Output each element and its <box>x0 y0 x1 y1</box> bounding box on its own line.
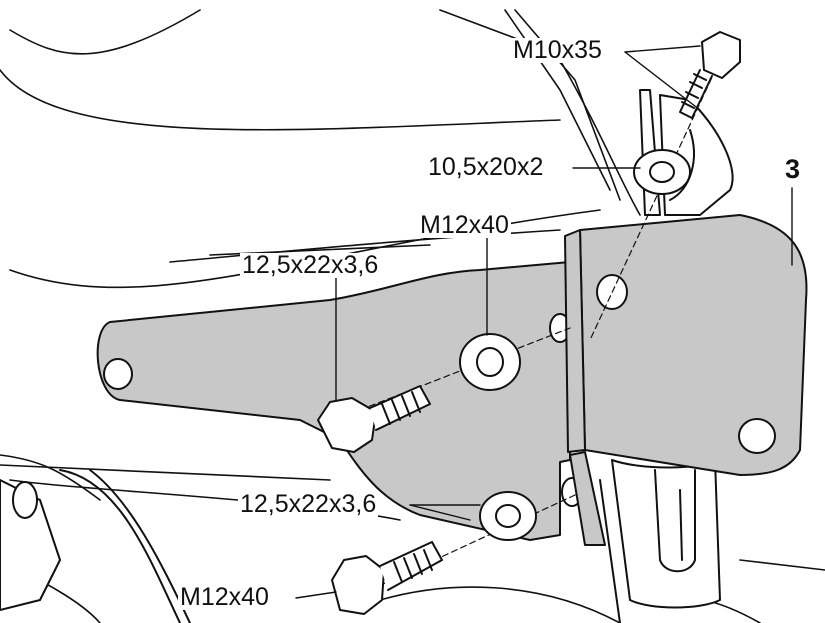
component-3-plate <box>564 214 808 546</box>
label-washer-top: 10,5x20x2 <box>426 153 546 181</box>
bolt-top-part <box>679 31 741 119</box>
washer-bottom-part <box>479 491 537 541</box>
label-bolt-bottom: M12x40 <box>178 583 271 611</box>
washer-top-part <box>633 149 691 195</box>
bolt-bottom-part <box>331 541 443 615</box>
label-washer-mid: 12,5x22x3,6 <box>240 251 381 279</box>
callout-number: 3 <box>785 154 801 184</box>
leader-lines <box>295 45 793 599</box>
frame-outline <box>0 9 825 623</box>
label-washer-bottom: 12,5x22x3,6 <box>238 490 379 518</box>
washer-mid-part <box>459 333 521 391</box>
bolt-mid-part <box>317 385 431 453</box>
label-bolt-mid: M12x40 <box>418 211 511 239</box>
label-bolt-top: M10x35 <box>511 36 604 64</box>
